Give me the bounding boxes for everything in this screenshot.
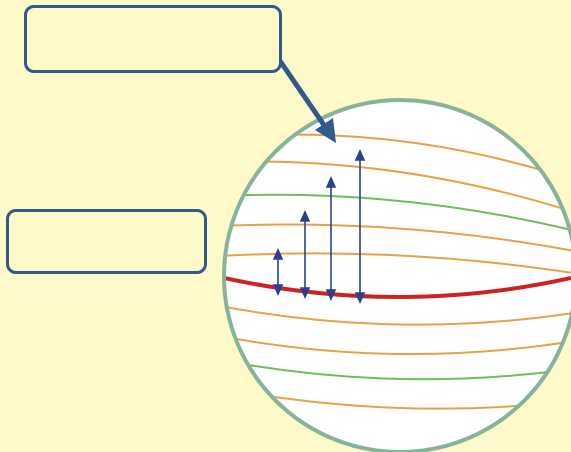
parallel-line-orange	[224, 305, 571, 326]
globe-outline	[222, 98, 571, 452]
equator-line	[224, 276, 571, 299]
double-arrow-1	[272, 248, 284, 296]
pointer-arrow	[275, 55, 336, 143]
double-arrow-2	[299, 210, 311, 299]
parallel-line-orange	[224, 335, 571, 356]
parallel-line-orange	[224, 252, 571, 275]
double-arrow-3	[325, 176, 337, 301]
label-box-upper	[24, 5, 282, 73]
label-box-left	[6, 209, 207, 274]
parallel-line-green	[224, 193, 571, 233]
parallel-line-green	[224, 359, 571, 381]
parallel-line-orange	[224, 223, 571, 253]
double-arrow-4	[354, 149, 366, 304]
